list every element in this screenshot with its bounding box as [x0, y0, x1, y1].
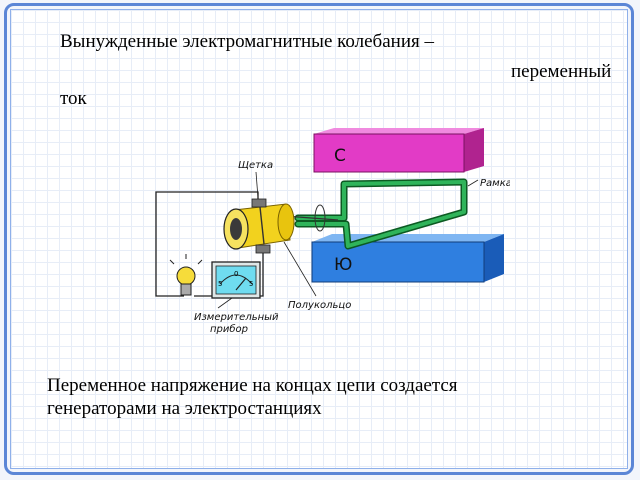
half-ring-label: Полукольцо [288, 300, 351, 311]
slide-title-line3: ток [60, 88, 87, 109]
meter-left-label: 5 [218, 280, 222, 288]
brush-label: Щетка [238, 160, 273, 171]
brush-bottom [255, 244, 271, 254]
ac-generator-diagram: С Ю 0 5 [155, 128, 510, 335]
slide-title-line2: переменный [511, 61, 612, 82]
half-rings [223, 203, 295, 250]
light-bulb-icon [169, 254, 203, 296]
meter-zero-label: 0 [234, 270, 238, 278]
meter-icon: 0 5 5 [211, 261, 261, 299]
slide-background [10, 9, 628, 469]
slide-title-line1: Вынужденные электромагнитные колебания – [60, 31, 434, 52]
brush-top [251, 198, 267, 208]
rotation-arrow [314, 204, 326, 232]
south-magnet: Ю [311, 234, 504, 283]
frame-label: Рамка [480, 178, 510, 189]
pole-south-label: Ю [334, 255, 352, 275]
circuit-wire-right [260, 253, 264, 297]
notebook-frame [4, 3, 634, 475]
north-magnet: С [313, 128, 484, 173]
pole-north-label: С [334, 146, 346, 166]
caption-line2: генераторами на электростанциях [47, 398, 322, 419]
meter-label-line2: прибор [210, 323, 248, 335]
rotor-frame [294, 178, 468, 250]
meter-label-line1: Измерительный [194, 312, 279, 323]
caption-line1: Переменное напряжение на концах цепи соз… [47, 375, 458, 396]
meter-right-label: 5 [249, 280, 253, 288]
